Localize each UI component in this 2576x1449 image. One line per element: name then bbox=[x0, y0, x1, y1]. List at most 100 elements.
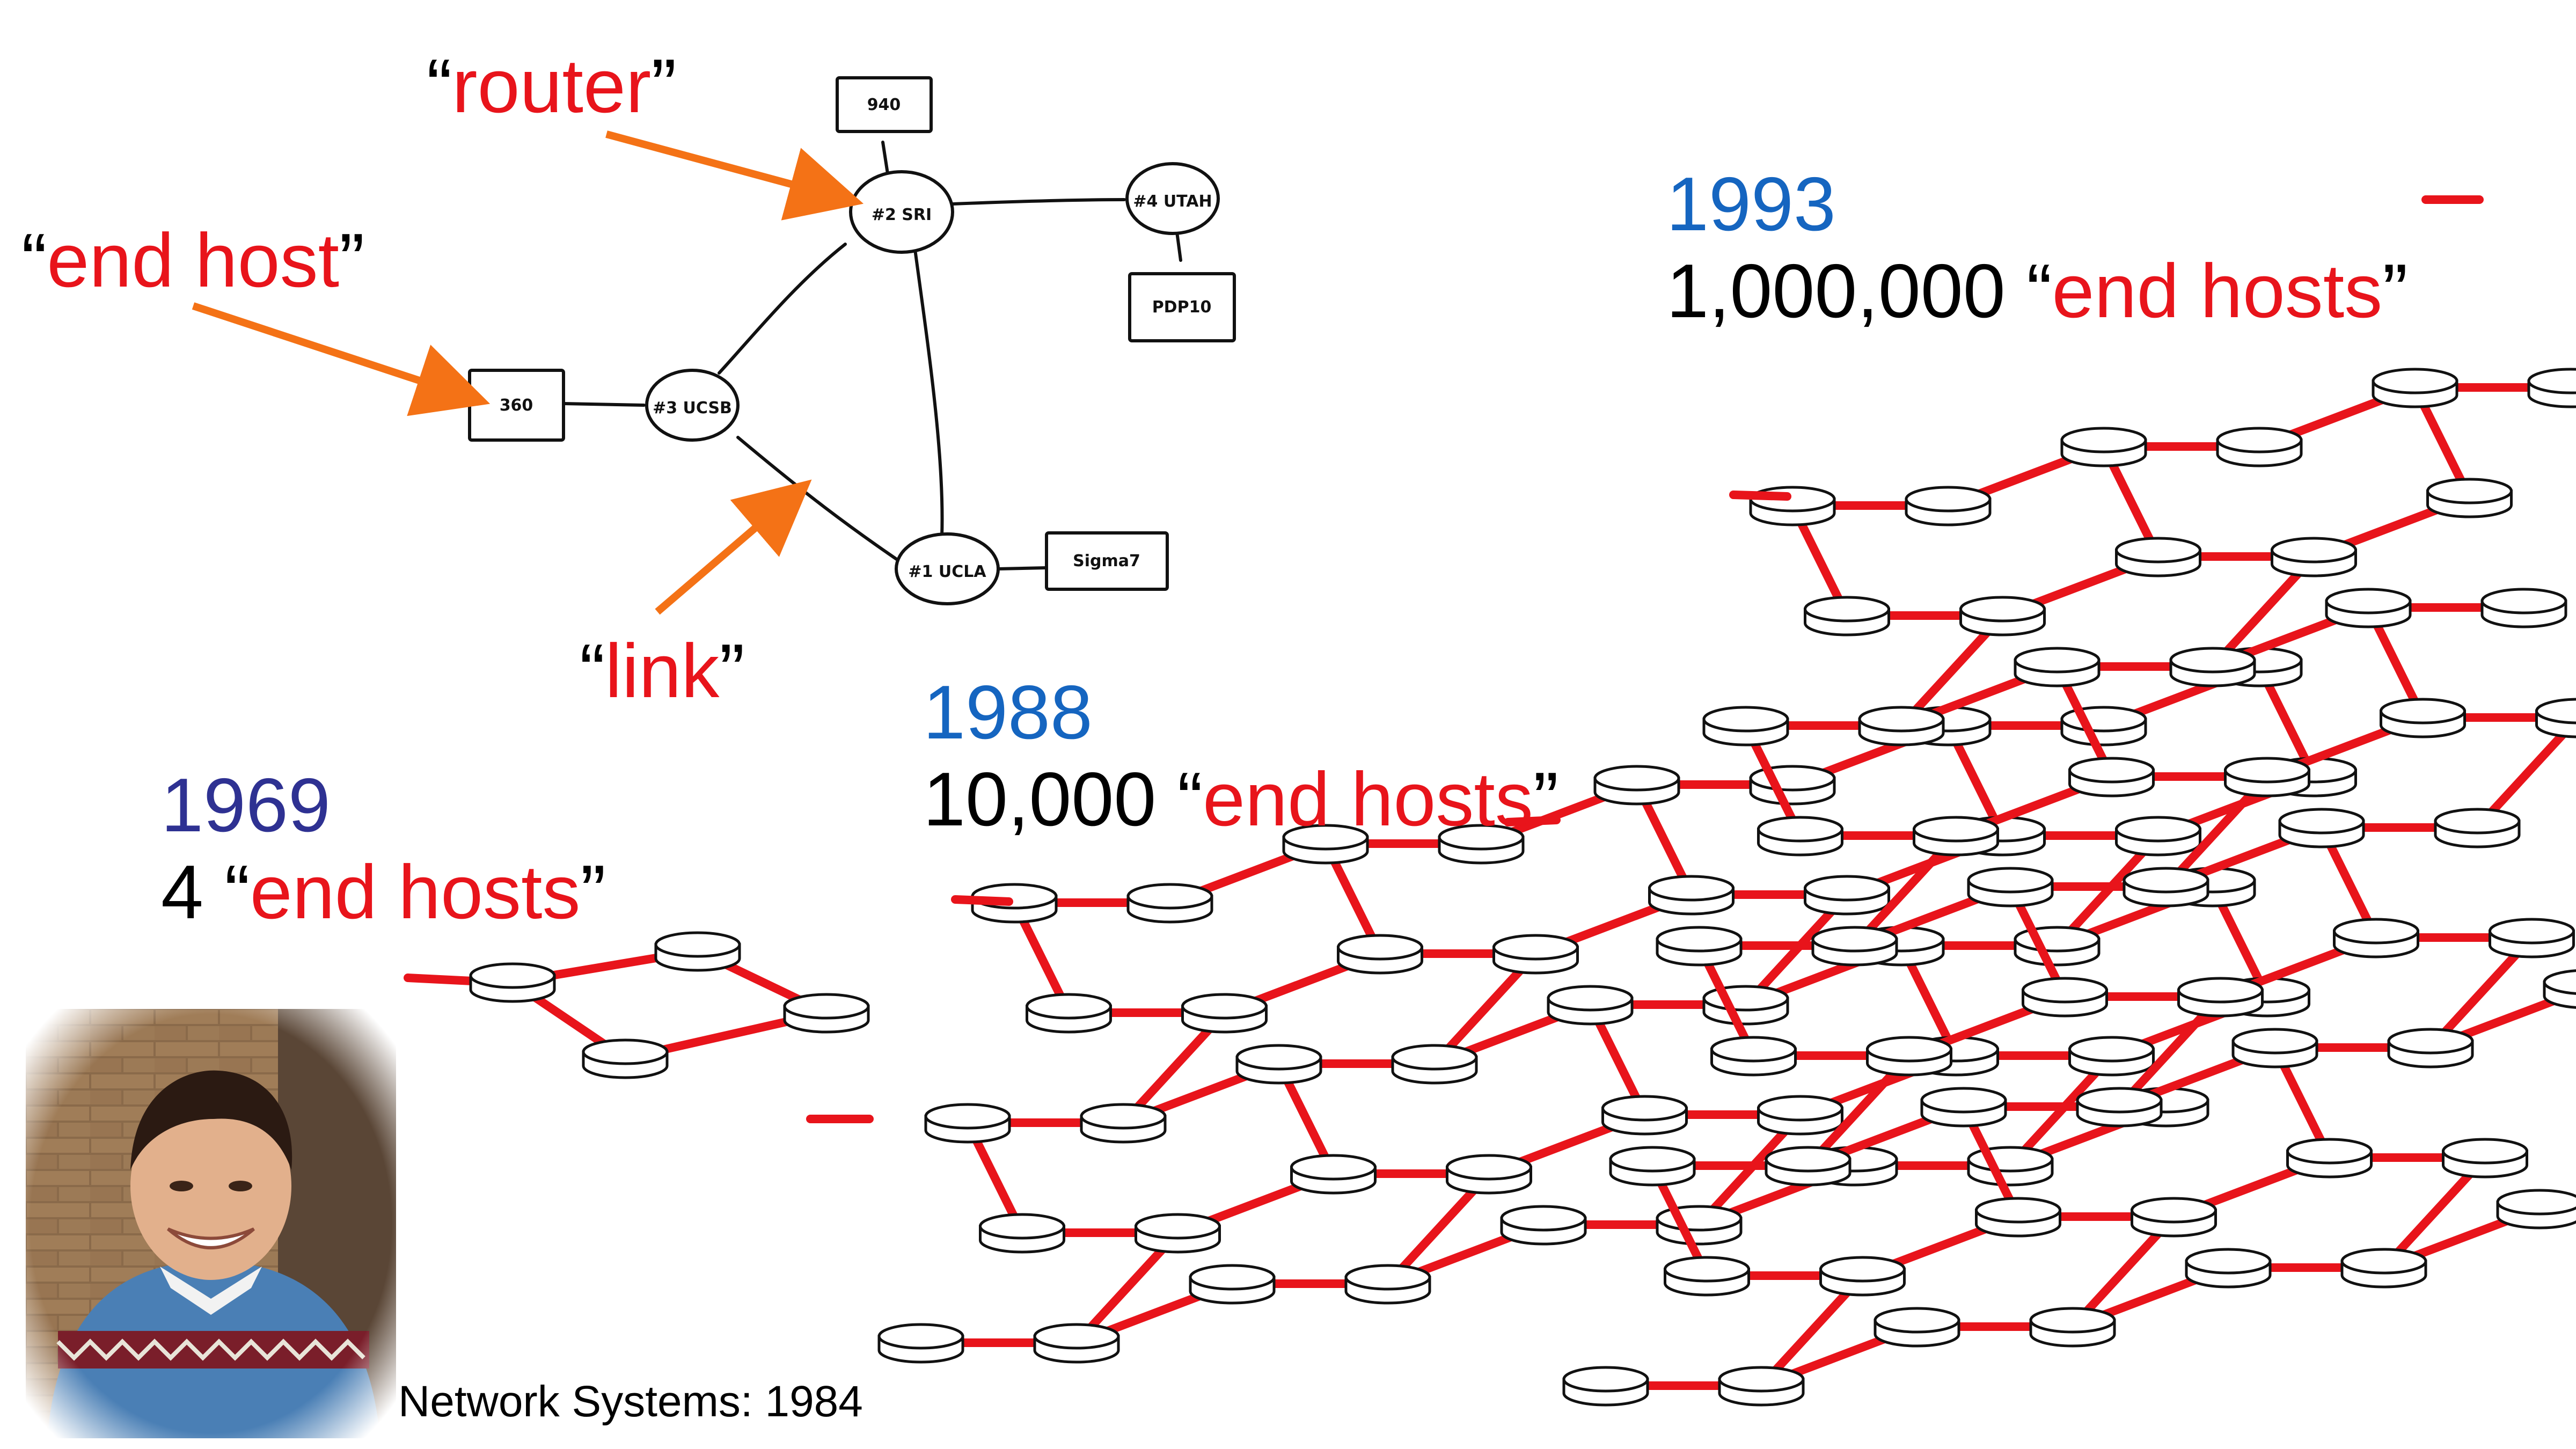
router-icon bbox=[1710, 1036, 1797, 1077]
network-link bbox=[1729, 491, 1791, 501]
sketch-link bbox=[718, 243, 847, 375]
quote-close: ” bbox=[339, 218, 365, 303]
router-ucla-label: #1 UCLA bbox=[908, 562, 986, 581]
quote-open: “ bbox=[427, 43, 452, 129]
link-arrow bbox=[655, 479, 812, 615]
router-icon bbox=[2543, 969, 2576, 1009]
era-year: 1988 bbox=[923, 670, 1093, 755]
router-icon bbox=[1648, 875, 1735, 916]
router-icon bbox=[1282, 824, 1369, 865]
router-icon bbox=[1593, 765, 1680, 806]
router-icon bbox=[2216, 427, 2303, 467]
router-icon bbox=[2068, 757, 2155, 797]
host-pdp10-label: PDP10 bbox=[1152, 298, 1212, 317]
router-icon bbox=[783, 993, 870, 1034]
router-icon bbox=[2278, 808, 2365, 848]
router-icon bbox=[2185, 1248, 2272, 1289]
router-annotation: “router” bbox=[427, 48, 677, 125]
router-icon bbox=[1135, 1213, 1221, 1254]
host-940-label: 940 bbox=[867, 96, 901, 114]
link-word: link bbox=[605, 628, 720, 714]
router-icon bbox=[1858, 706, 1945, 747]
router-icon bbox=[2177, 977, 2264, 1018]
era-1993: 1993 1,000,000 “end hosts” bbox=[1666, 162, 2408, 334]
host-940-box bbox=[836, 76, 933, 133]
era-end-hosts: end hosts bbox=[1203, 757, 1533, 842]
router-icon bbox=[2060, 427, 2147, 467]
router-icon bbox=[1749, 765, 1836, 806]
router-icon bbox=[2029, 1307, 2116, 1348]
router-icon bbox=[1702, 985, 1789, 1026]
router-icon bbox=[1492, 934, 1579, 975]
end-host-annotation: “end host” bbox=[21, 223, 364, 299]
router-icon bbox=[2372, 368, 2458, 408]
router-icon bbox=[1562, 1366, 1649, 1407]
quote-close: ” bbox=[719, 628, 745, 714]
child-photo bbox=[26, 1009, 396, 1438]
quote-open: “ bbox=[580, 628, 605, 714]
router-icon bbox=[654, 931, 741, 972]
host-360-label: 360 bbox=[500, 396, 533, 415]
router-icon bbox=[1547, 985, 1634, 1026]
router-icon bbox=[2426, 478, 2513, 518]
host-sigma7-box bbox=[1045, 531, 1169, 591]
router-icon bbox=[2014, 647, 2101, 687]
router-arrow bbox=[605, 130, 864, 221]
router-icon bbox=[1905, 486, 1992, 526]
router-icon bbox=[1601, 1095, 1688, 1136]
router-sri-label: #2 SRI bbox=[872, 206, 932, 224]
router-icon bbox=[2380, 698, 2466, 738]
router-icon bbox=[1967, 867, 2054, 908]
era-year: 1993 bbox=[1666, 162, 1836, 247]
router-icon bbox=[2115, 816, 2201, 857]
router-icon bbox=[2022, 977, 2108, 1018]
router-icon bbox=[2527, 368, 2576, 408]
router-icon bbox=[1811, 926, 1898, 967]
router-icon bbox=[469, 962, 556, 1003]
router-icon bbox=[1189, 1264, 1276, 1305]
router-icon bbox=[1702, 706, 1789, 747]
sketch-link bbox=[562, 402, 646, 407]
era-1969: 1969 4 “end hosts” bbox=[161, 763, 606, 935]
router-icon bbox=[1337, 934, 1423, 975]
router-icon bbox=[2442, 1138, 2528, 1179]
host-pdp10-box bbox=[1128, 272, 1236, 342]
router-icon bbox=[1033, 1323, 1120, 1364]
sketch-link bbox=[951, 198, 1126, 206]
router-icon bbox=[1967, 1146, 2054, 1187]
router-icon bbox=[979, 1213, 1065, 1254]
sketch-link bbox=[881, 141, 890, 179]
router-icon bbox=[877, 1323, 964, 1364]
end-host-word: end host bbox=[47, 218, 340, 303]
router-icon bbox=[2169, 647, 2256, 687]
router-utah-label: #4 UTAH bbox=[1133, 192, 1212, 211]
era-end-hosts: end hosts bbox=[2052, 248, 2383, 334]
link-annotation: “link” bbox=[580, 633, 745, 709]
sketch-link bbox=[736, 436, 901, 562]
router-icon bbox=[2496, 1189, 2576, 1230]
era-1988: 1988 10,000 “end hosts” bbox=[923, 670, 1559, 842]
network-link bbox=[404, 974, 477, 985]
quote-close: ” bbox=[651, 43, 677, 129]
router-icon bbox=[1718, 1366, 1805, 1407]
router-icon bbox=[2286, 1138, 2373, 1179]
router-icon bbox=[1804, 875, 1890, 916]
router-icon bbox=[2068, 1036, 2155, 1077]
end-host-arrow bbox=[192, 302, 491, 416]
router-icon bbox=[1609, 1146, 1696, 1187]
quote-open: “ bbox=[21, 218, 47, 303]
arpanet-sketch bbox=[562, 141, 1182, 570]
router-icon bbox=[1126, 883, 1213, 924]
router-ucla-circle bbox=[895, 532, 1000, 605]
router-icon bbox=[1757, 816, 1843, 857]
router-icon bbox=[2115, 537, 2201, 577]
photo-caption: Network Systems: 1984 bbox=[398, 1377, 863, 1426]
router-icon bbox=[2325, 588, 2412, 628]
network-link bbox=[1504, 816, 1561, 826]
host-sigma7-label: Sigma7 bbox=[1073, 552, 1140, 570]
router-icon bbox=[1819, 1256, 1906, 1297]
router-icon bbox=[1804, 596, 1890, 636]
router-icon bbox=[1656, 926, 1743, 967]
sketch-link bbox=[997, 566, 1048, 570]
